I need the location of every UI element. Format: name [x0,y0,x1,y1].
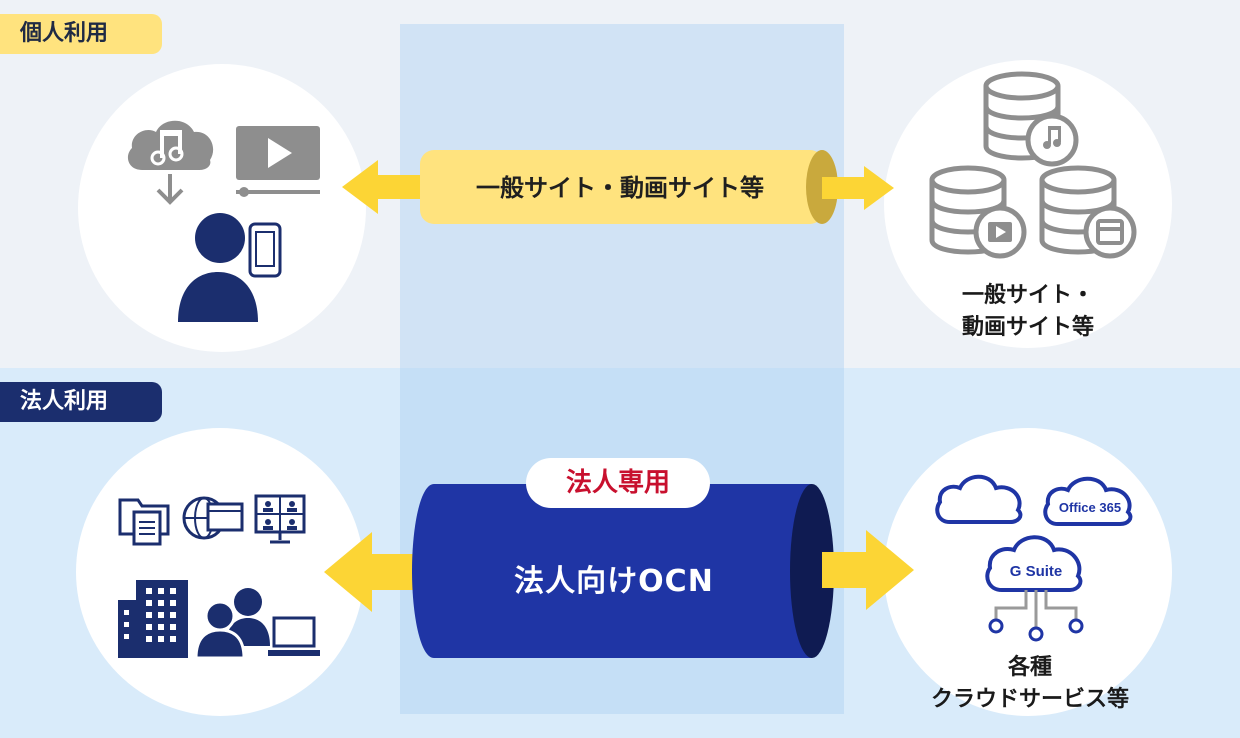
laptop-icon [268,616,320,656]
cloud-services-caption: 各種 クラウドサービス等 [900,652,1160,716]
business-left-arrow [324,532,416,612]
business-use-tag: 法人利用 [0,382,162,422]
video-player-icon [236,126,320,197]
personal-left-arrow [342,160,432,214]
globe-browser-icon [182,496,244,540]
general-sites-caption-line2: 動画サイト等 [961,315,1094,340]
g-suite-cloud-network-icon: G Suite [985,535,1084,642]
general-sites-caption: 一般サイト・ 動画サイト等 [904,280,1152,344]
team-people-icon [194,588,270,660]
business-user-circle [76,428,364,716]
office-365-cloud-icon: Office 365 [1043,476,1133,526]
personal-use-tag: 個人利用 [0,14,162,54]
documents-folder-icon [118,498,170,546]
cloud-icon [935,474,1023,524]
business-pipe [412,484,834,658]
person-icon [178,213,258,322]
office-365-label: Office 365 [1059,500,1121,515]
cloud-services-caption-line2: クラウドサービス等 [930,687,1129,712]
database-music-icon [983,71,1079,167]
personal-right-arrow [822,166,894,210]
personal-pipe-label: 一般サイト・動画サイト等 [476,174,764,202]
music-cloud-download-icon [127,120,214,205]
database-video-icon [929,165,1027,259]
database-window-icon [1039,165,1137,259]
video-conference-icon [254,494,306,544]
business-pipe-label: 法人向けOCN [514,564,714,599]
g-suite-label: G Suite [1010,563,1063,580]
cloud-services-caption-line1: 各種 [1007,655,1052,680]
smartphone-icon [248,222,282,278]
business-right-arrow [822,530,914,610]
general-sites-caption-line1: 一般サイト・ [961,283,1094,308]
office-building-icon [118,580,188,658]
business-only-badge: 法人専用 [526,458,710,508]
